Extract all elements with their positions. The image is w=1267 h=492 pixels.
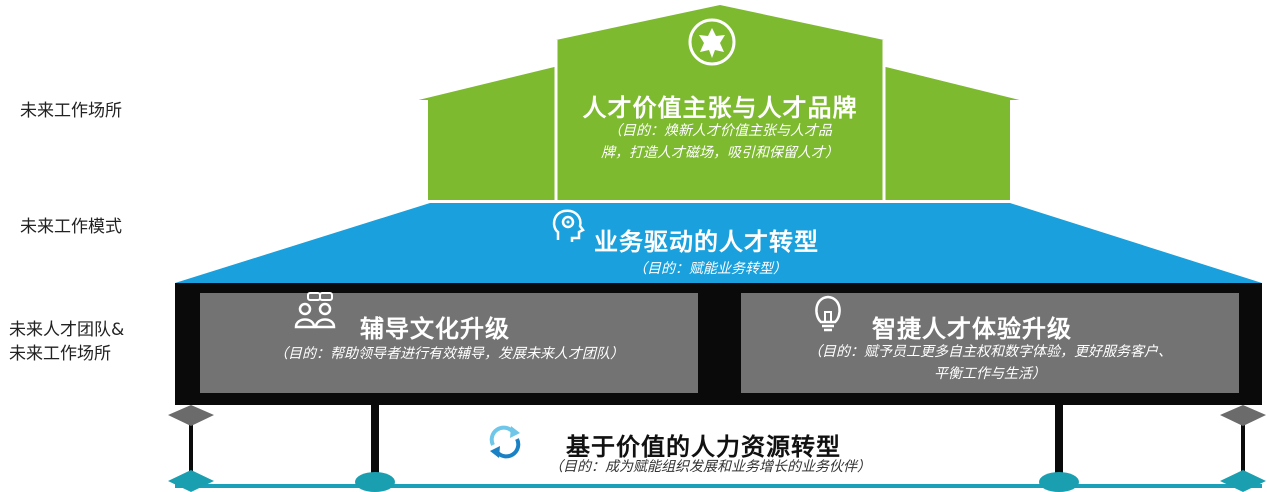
- diamond-top-left: [168, 405, 214, 426]
- panel-right-subtitle-line1: （目的：赋予员工更多自主权和数字体验，更好服务客户、: [808, 344, 1172, 360]
- foundation-subtitle: （目的：成为赋能组织发展和业务增长的业务伙伴）: [549, 459, 871, 475]
- pillar-left-edge: [189, 425, 193, 475]
- pillar-2: [1055, 405, 1063, 475]
- transformation-band: [175, 203, 1262, 283]
- foundation-baseline: [175, 484, 1262, 488]
- roof-subtitle: （目的：焕新人才价值主张与人才品 牌，打造人才磁场，吸引和保留人才）: [556, 120, 884, 164]
- coaching-people-icon: [294, 292, 336, 329]
- roof-outline-right: [883, 63, 1027, 102]
- label-future-team: 未来人才团队& 未来工作场所: [9, 318, 124, 366]
- transformation-subtitle: （目的：赋能业务转型）: [633, 261, 787, 277]
- label-future-team-line2: 未来工作场所: [9, 344, 111, 364]
- roof-subtitle-line2: 牌，打造人才磁场，吸引和保留人才）: [601, 145, 839, 161]
- panel-left-subtitle: （目的：帮助领导者进行有效辅导，发展未来人才团队）: [274, 346, 624, 362]
- gear-head-icon: [552, 209, 585, 242]
- panel-right: [741, 293, 1239, 393]
- diamond-bottom-right: [1220, 470, 1266, 492]
- star-badge-icon: [688, 18, 736, 66]
- label-future-workplace: 未来工作场所: [20, 101, 122, 121]
- pillar-right-edge: [1241, 425, 1245, 475]
- roof-subtitle-line1: （目的：焕新人才价值主张与人才品: [608, 123, 832, 139]
- panel-left: [200, 293, 698, 393]
- refresh-arrows-icon: [489, 425, 521, 459]
- diamond-bottom-left: [168, 470, 214, 492]
- panel-right-subtitle: （目的：赋予员工更多自主权和数字体验，更好服务客户、 平衡工作与生活）: [741, 341, 1239, 385]
- pillar-1: [371, 405, 379, 475]
- foundation-title: 基于价值的人力资源转型: [566, 433, 841, 461]
- panel-right-subtitle-line2: 平衡工作与生活）: [934, 366, 1046, 382]
- footing-1: [355, 472, 395, 492]
- roof-left-wing: [412, 65, 556, 200]
- roof-outline-left: [411, 63, 557, 102]
- roof-title: 人才价值主张与人才品牌: [582, 94, 858, 122]
- panel-right-title: 智捷人才体验升级: [872, 315, 1072, 343]
- roof-center: [556, 5, 884, 200]
- lightbulb-icon: [815, 295, 841, 332]
- footing-2: [1039, 472, 1079, 492]
- transformation-title: 业务驱动的人才转型: [594, 228, 819, 256]
- diamond-top-right: [1220, 405, 1266, 426]
- roof-right-wing: [884, 65, 1026, 200]
- label-future-work-mode: 未来工作模式: [20, 217, 122, 237]
- panel-left-title: 辅导文化升级: [360, 315, 510, 343]
- label-future-team-line1: 未来人才团队&: [9, 320, 125, 340]
